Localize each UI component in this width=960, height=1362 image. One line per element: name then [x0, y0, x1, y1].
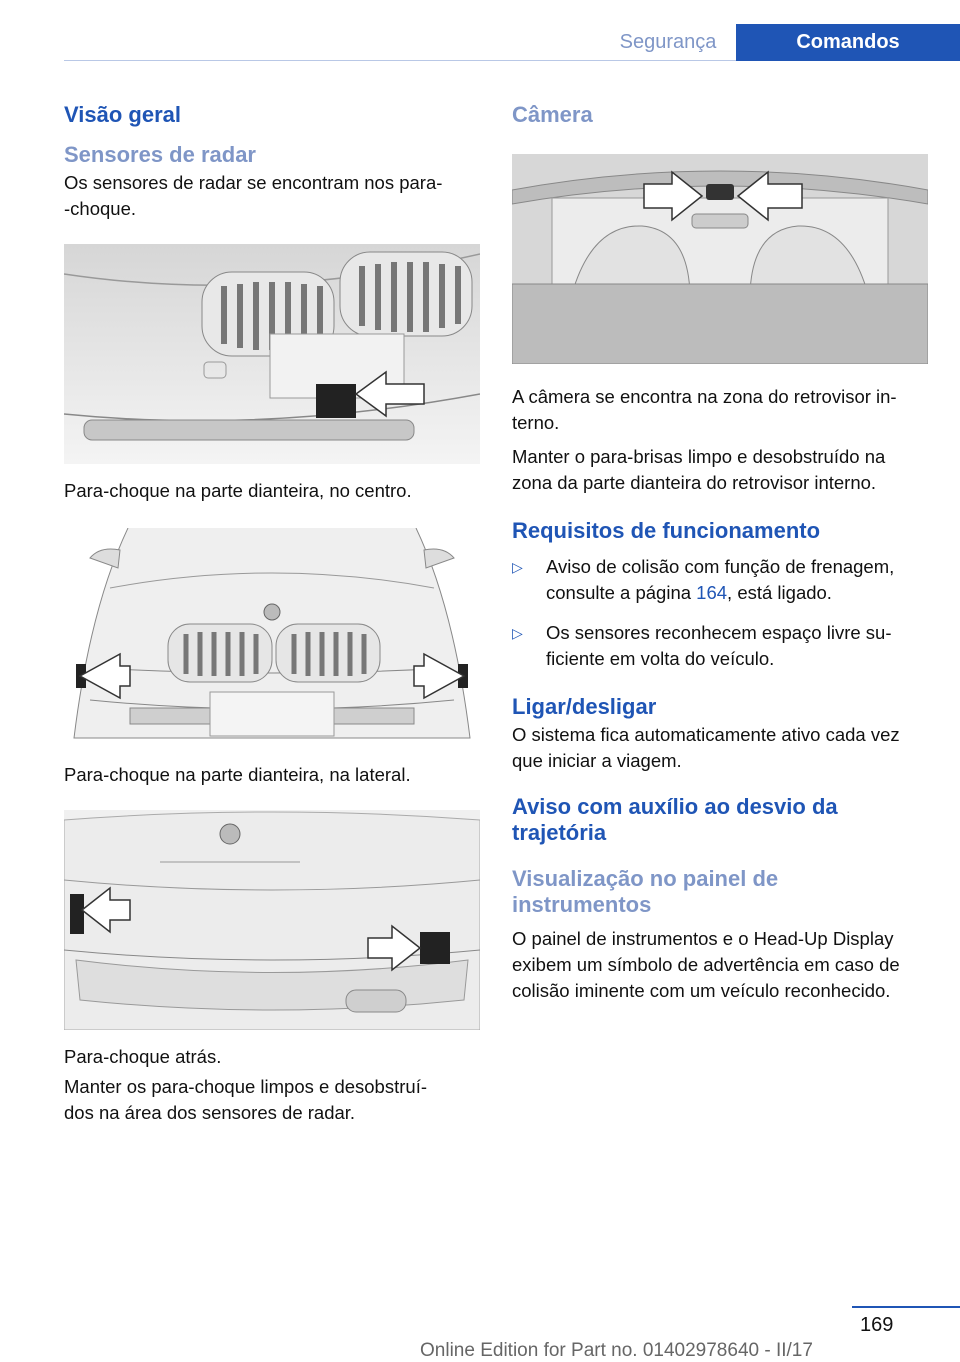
heading-camera: Câmera [512, 102, 593, 127]
right-column: Câmera A câmera se encontra na zona do r… [512, 100, 932, 1012]
heading-instrument-display: Visualização no painel de instrumentos [512, 866, 932, 918]
req-1-line1: Aviso de colisão com função de frenagem, [546, 556, 895, 577]
caption-front-side: Para-choque na parte dianteira, na later… [64, 764, 411, 785]
windshield-text: Manter o para-brisas limpo e desobstruíd… [512, 444, 932, 496]
windshield-line2: zona da parte dianteira do retrovisor in… [512, 472, 877, 493]
radar-intro-line2: -choque. [64, 198, 136, 219]
on-off-line2: que iniciar a viagem. [512, 750, 682, 771]
header-rule [64, 60, 960, 61]
figure-front-bumper-side [70, 528, 474, 748]
instrument-display-text-line1: O painel de instrumentos e o Head-Up Dis… [512, 928, 894, 949]
footer-rule [852, 1306, 960, 1308]
req-1-line2: consulte a página [546, 582, 697, 603]
radar-intro-line1: Os sensores de radar se encontram nos pa… [64, 172, 443, 193]
heading-requirements: Requisitos de funcionamento [512, 518, 821, 543]
instrument-display-text-line3: colisão iminente com um veículo reconhec… [512, 980, 891, 1001]
caption-rear: Para-choque atrás. [64, 1046, 222, 1067]
on-off-text: O sistema fica automaticamente ativo cad… [512, 722, 932, 774]
req-1-line2-end: , está ligado. [727, 582, 832, 603]
req-2-line1: Os sensores reconhecem espaço livre su- [546, 622, 892, 643]
heading-lane-warning: Aviso com auxílio ao desvio da trajetóri… [512, 794, 932, 846]
req-2-line2: ficiente em volta do veículo. [546, 648, 775, 669]
lane-warning-line1: Aviso com auxílio ao desvio da [512, 794, 838, 819]
camera-location-text: A câmera se encontra na zona do retrovis… [512, 384, 932, 436]
heading-radar-sensors: Sensores de radar [64, 142, 256, 167]
windshield-line1: Manter o para-brisas limpo e desobstruíd… [512, 446, 886, 467]
keep-clean-text: Manter os para-choque limpos e desobstru… [64, 1074, 482, 1126]
triangle-bullet-icon: ▷ [512, 559, 523, 575]
figure-camera-interior [512, 154, 928, 364]
camera-location-line2: terno. [512, 412, 560, 433]
list-item: ▷ Os sensores reconhecem espaço livre su… [512, 620, 932, 672]
triangle-bullet-icon: ▷ [512, 625, 523, 641]
instrument-display-line1: Visualização no painel de [512, 866, 779, 891]
left-column: Visão geral Sensores de radar Os sensore… [64, 100, 482, 1134]
edition-text: Online Edition for Part no. 01402978640 … [420, 1340, 813, 1361]
camera-location-line1: A câmera se encontra na zona do retrovis… [512, 386, 897, 407]
on-off-line1: O sistema fica automaticamente ativo cad… [512, 724, 900, 745]
lane-warning-line2: trajetória [512, 820, 607, 845]
figure-rear-bumper [64, 810, 480, 1030]
list-item: ▷ Aviso de colisão com função de frenage… [512, 554, 932, 606]
instrument-display-text: O painel de instrumentos e o Head-Up Dis… [512, 926, 932, 1004]
heading-overview: Visão geral [64, 102, 181, 127]
keep-clean-line2: dos na área dos sensores de radar. [64, 1102, 356, 1123]
tab-seguranca[interactable]: Segurança [619, 31, 717, 53]
tab-comandos[interactable]: Comandos [736, 24, 960, 61]
instrument-display-line2: instrumentos [512, 892, 652, 917]
caption-front-center: Para-choque na parte dianteira, no centr… [64, 480, 412, 501]
page-number: 169 [860, 1314, 894, 1336]
keep-clean-line1: Manter os para-choque limpos e desobstru… [64, 1076, 427, 1097]
heading-on-off: Ligar/desligar [512, 694, 657, 719]
requirements-list: ▷ Aviso de colisão com função de frenage… [512, 554, 932, 672]
radar-intro: Os sensores de radar se encontram nos pa… [64, 170, 482, 222]
instrument-display-text-line2: exibem um símbolo de advertência em caso… [512, 954, 900, 975]
page-link-164[interactable]: 164 [696, 582, 728, 603]
figure-front-bumper-center [64, 244, 480, 464]
